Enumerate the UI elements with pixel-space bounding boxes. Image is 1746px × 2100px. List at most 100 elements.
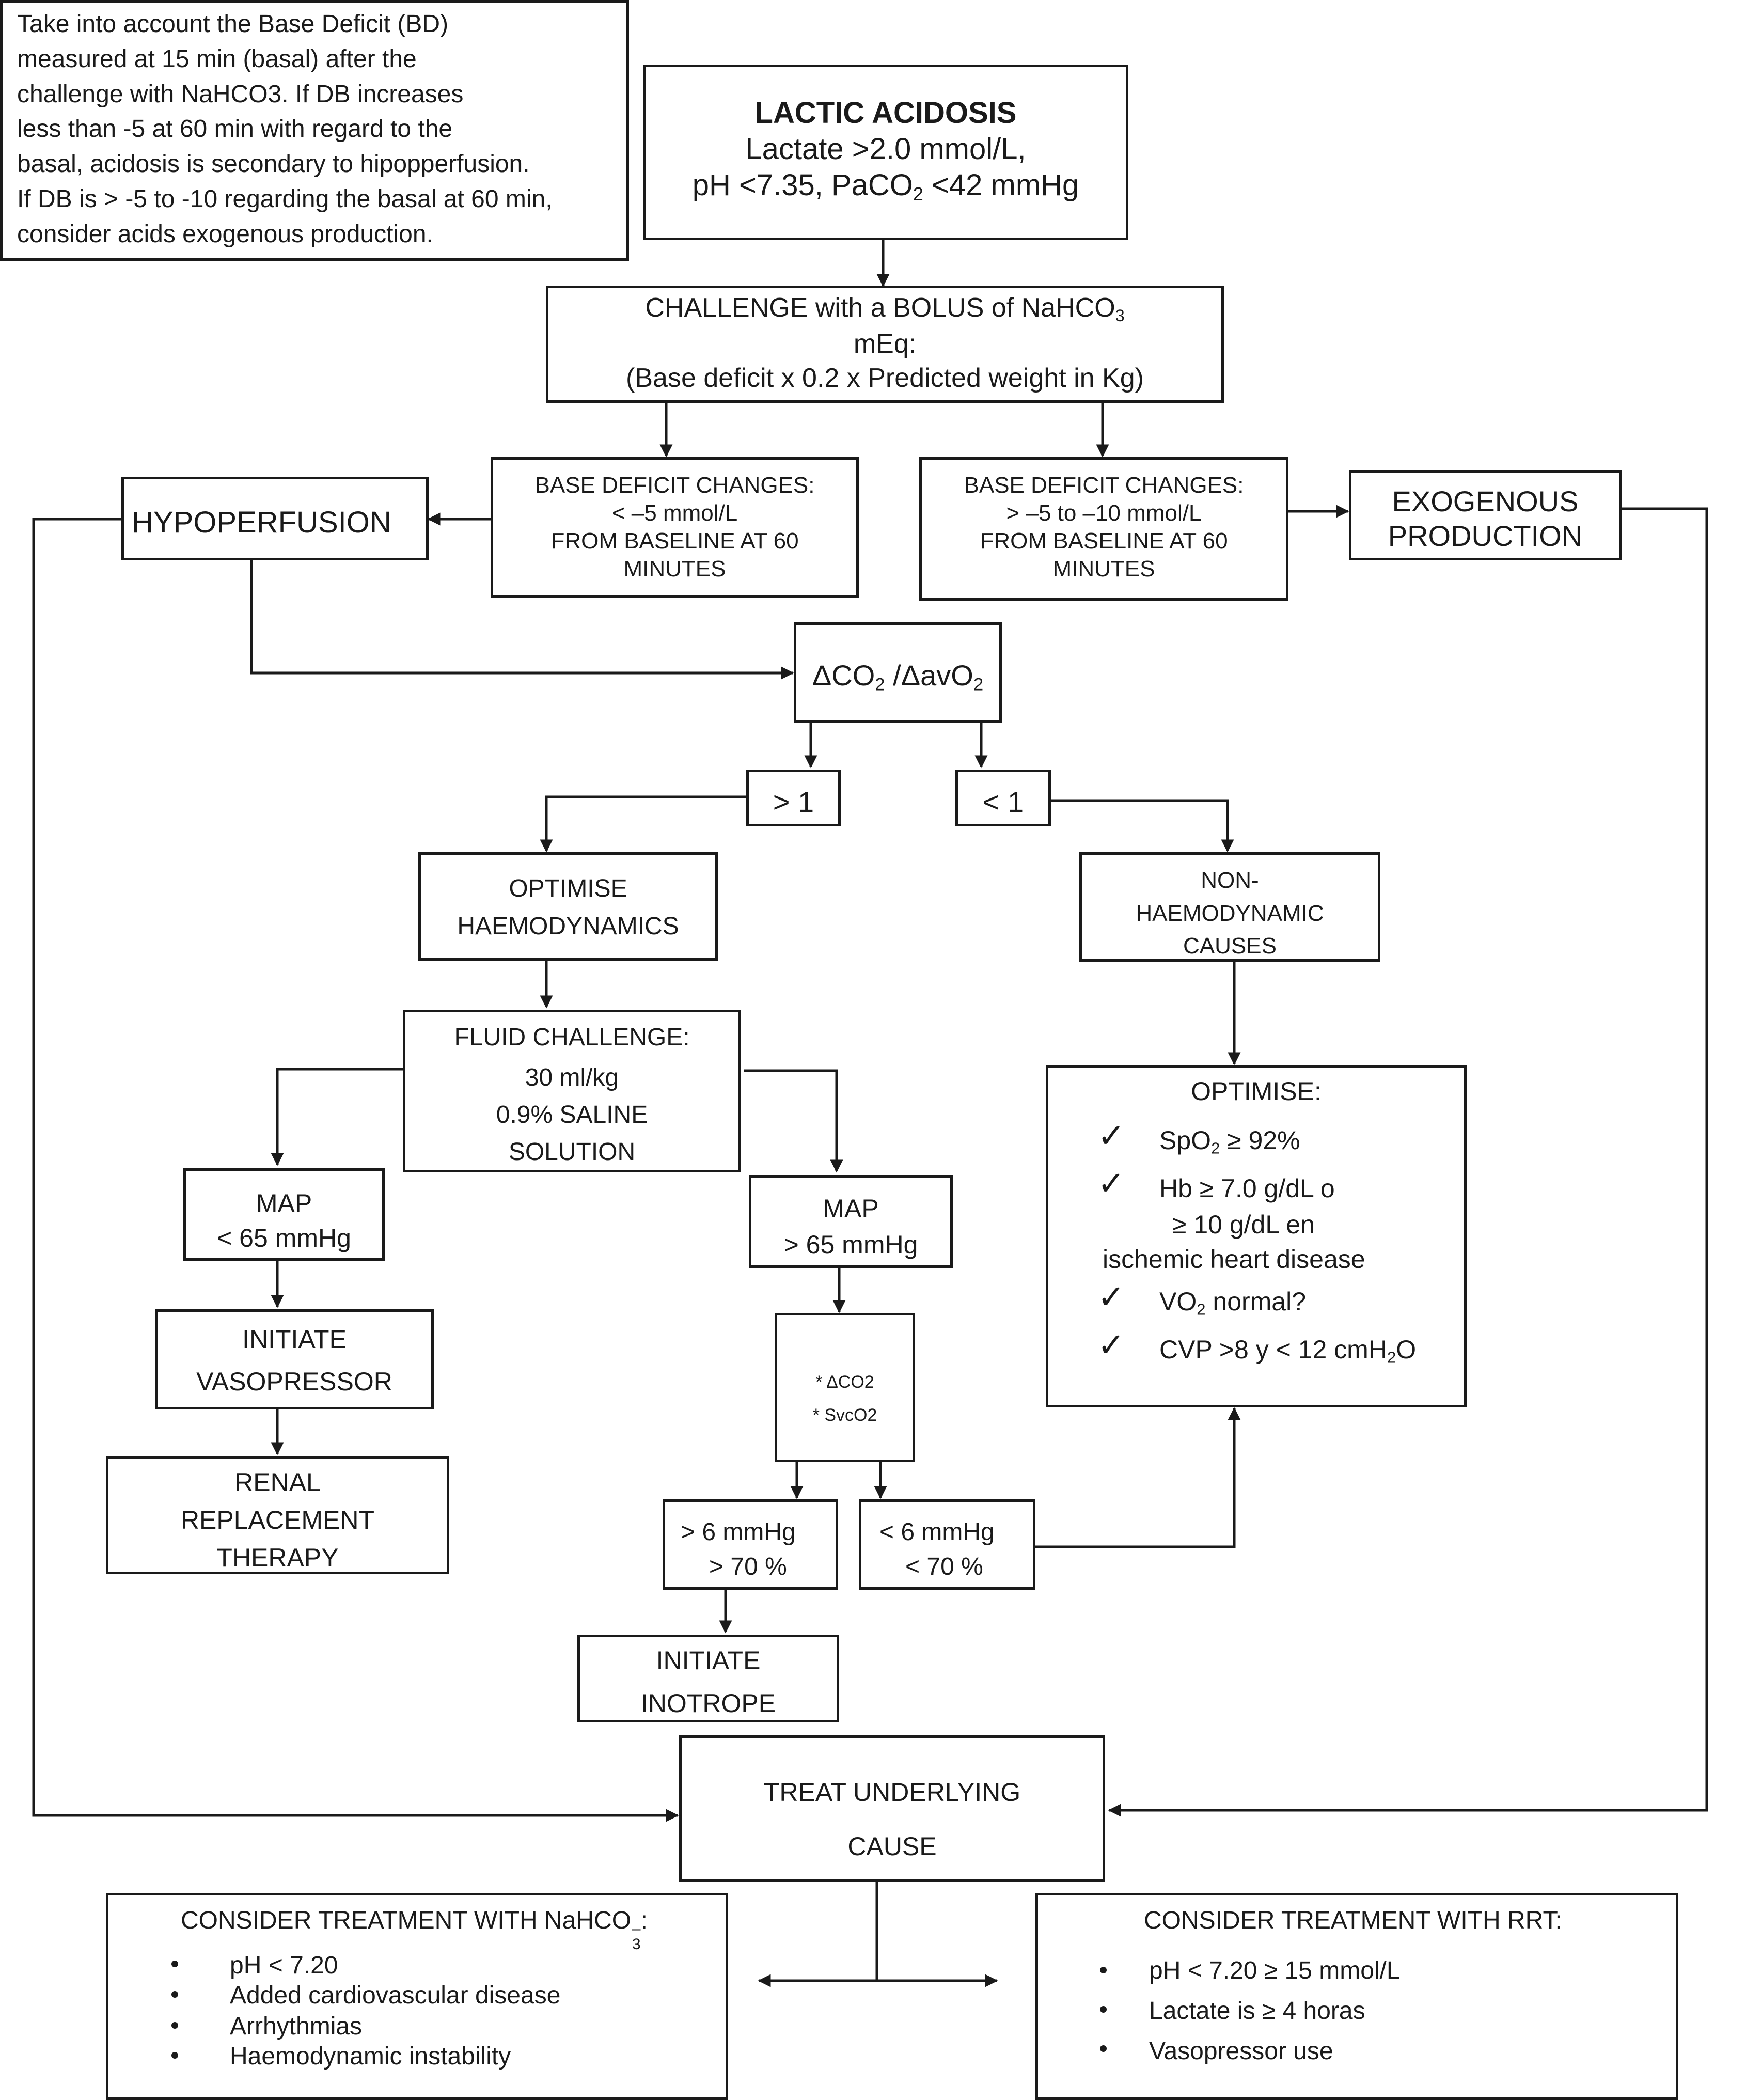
optimise-title: OPTIMISE: xyxy=(1191,1077,1322,1106)
optimise-vo2: VO2 normal? xyxy=(1159,1287,1307,1319)
bullet-icon xyxy=(1100,2045,1107,2052)
exogenous-production-box: EXOGENOUS PRODUCTION xyxy=(1349,470,1622,560)
bd-right-line-3: FROM BASELINE AT 60 xyxy=(980,528,1228,554)
optimise-spo2: SpO2 ≥ 92% xyxy=(1159,1126,1300,1157)
co2-avo2-ratio-box: ΔCO2 /ΔavO2 xyxy=(794,622,1002,723)
note-line-1: Take into account the Base Deficit (BD) xyxy=(17,10,449,38)
renal-replacement-box: RENAL REPLACEMENT THERAPY xyxy=(106,1456,449,1574)
ph-paco2-threshold: pH <7.35, PaCO2 <42 mmHg xyxy=(692,168,1079,205)
treat-underlying-cause-box: TREAT UNDERLYING CAUSE xyxy=(679,1735,1105,1882)
note-line-6: If DB is > -5 to -10 regarding the basal… xyxy=(17,185,553,213)
hypoperfusion-box: HYPOPERFUSION xyxy=(121,477,429,560)
arrow-hypoperfusion-to-treat xyxy=(32,518,679,1822)
ratio-less-than-one-label: < 1 xyxy=(982,786,1024,818)
map-high-line-2: > 65 mmHg xyxy=(783,1230,918,1259)
rrt-item-1: pH < 7.20 ≥ 15 mmol/L xyxy=(1149,1957,1401,1984)
non-haemodynamic-causes-box: NON- HAEMODYNAMIC CAUSES xyxy=(1079,852,1380,962)
note-line-5: basal, acidosis is secondary to hipopper… xyxy=(17,150,530,178)
arrow-fluid-to-map-low xyxy=(271,1068,403,1166)
note-line-3: challenge with NaHCO3. If DB increases xyxy=(17,81,464,108)
optimise-hb-line-1: Hb ≥ 7.0 g/dL o xyxy=(1159,1174,1335,1203)
checkmark-icon: ✓ xyxy=(1097,1165,1125,1203)
fluid-challenge-line-2: 30 ml/kg xyxy=(525,1064,619,1091)
bicarbonate-challenge-box: CHALLENGE with a BOLUS of NaHCO3 mEq: (B… xyxy=(546,286,1224,403)
nahco3-item-2: Added cardiovascular disease xyxy=(230,1982,561,2009)
map-high-box: MAP > 65 mmHg xyxy=(749,1175,953,1268)
optimise-haemodynamics-line-2: HAEMODYNAMICS xyxy=(457,913,679,940)
base-deficit-increase-box: BASE DEFICIT CHANGES: > –5 to –10 mmol/L… xyxy=(919,457,1288,601)
exogenous-line-1: EXOGENOUS xyxy=(1392,485,1579,518)
challenge-line-1: CHALLENGE with a BOLUS of NaHCO3 xyxy=(645,293,1125,325)
co2-avo2-ratio-label: ΔCO2 /ΔavO2 xyxy=(812,659,984,695)
nahco3-item-4: Haemodynamic instability xyxy=(230,2043,511,2070)
checkmark-icon: ✓ xyxy=(1097,1117,1125,1155)
note-line-7: consider acids exogenous production. xyxy=(17,221,433,248)
renal-line-1: RENAL xyxy=(234,1468,321,1497)
optimise-panel: OPTIMISE: ✓ SpO2 ≥ 92% ✓ Hb ≥ 7.0 g/dL o… xyxy=(1046,1065,1467,1407)
ratio-greater-than-one-box: > 1 xyxy=(746,770,841,826)
rrt-title: CONSIDER TREATMENT WITH RRT: xyxy=(1144,1907,1562,1934)
inotrope-line-1: INITIATE xyxy=(656,1646,761,1675)
optimise-haemodynamics-line-1: OPTIMISE xyxy=(509,875,627,902)
bullet-icon xyxy=(171,2022,178,2029)
ratio-greater-than-one-label: > 1 xyxy=(773,786,814,818)
fluid-challenge-line-3: 0.9% SALINE xyxy=(496,1101,648,1129)
dco2-low-box: < 6 mmHg < 70 % xyxy=(859,1499,1035,1590)
bd-right-line-1: BASE DEFICIT CHANGES: xyxy=(964,473,1244,498)
dco2-svco2-box: * ΔCO2 * SvcO2 xyxy=(775,1313,915,1462)
note-line-4: less than -5 at 60 min with regard to th… xyxy=(17,115,453,143)
checkmark-icon: ✓ xyxy=(1097,1278,1125,1317)
nahco3-item-1: pH < 7.20 xyxy=(230,1952,338,1979)
non-haemodynamic-line-2: HAEMODYNAMIC xyxy=(1136,901,1324,926)
rrt-item-2: Lactate is ≥ 4 horas xyxy=(1149,1997,1365,2025)
bullet-icon xyxy=(1100,1967,1107,1973)
bullet-icon xyxy=(171,2052,178,2059)
inotrope-line-2: INOTROPE xyxy=(640,1689,776,1718)
non-haemodynamic-line-1: NON- xyxy=(1201,868,1259,893)
bullet-icon xyxy=(171,1961,178,1967)
arrow-fluid-to-map-high xyxy=(744,1069,843,1173)
dco2-low-line-2: < 70 % xyxy=(905,1553,983,1580)
exogenous-line-2: PRODUCTION xyxy=(1388,520,1583,552)
svco2-label: * SvcO2 xyxy=(812,1405,877,1425)
treat-line-1: TREAT UNDERLYING xyxy=(763,1778,1021,1807)
bd-left-line-2: < –5 mmol/L xyxy=(611,500,738,526)
renal-line-3: THERAPY xyxy=(216,1543,339,1572)
challenge-line-3: (Base deficit x 0.2 x Predicted weight i… xyxy=(626,363,1144,393)
non-haemodynamic-line-3: CAUSES xyxy=(1183,933,1277,959)
bd-left-line-4: MINUTES xyxy=(623,556,726,582)
consider-nahco3-box: CONSIDER TREATMENT WITH NaHCO–3: pH < 7.… xyxy=(106,1893,728,2100)
note-box: Take into account the Base Deficit (BD) … xyxy=(0,0,629,261)
lactate-threshold: Lactate >2.0 mmol/L, xyxy=(745,132,1026,166)
arrow-gt1-to-optimise-hemo xyxy=(540,795,746,853)
optimise-hb-line-3: ischemic heart disease xyxy=(1103,1245,1365,1274)
base-deficit-decrease-box: BASE DEFICIT CHANGES: < –5 mmol/L FROM B… xyxy=(491,457,859,598)
vasopressor-line-2: VASOPRESSOR xyxy=(196,1367,392,1396)
map-low-line-2: < 65 mmHg xyxy=(217,1224,351,1252)
nahco3-title: CONSIDER TREATMENT WITH NaHCO–3: xyxy=(181,1907,648,1953)
renal-line-2: REPLACEMENT xyxy=(180,1506,375,1534)
dco2-high-line-2: > 70 % xyxy=(709,1553,787,1580)
map-high-line-1: MAP xyxy=(823,1194,879,1223)
vasopressor-line-1: INITIATE xyxy=(242,1325,347,1354)
arrow-lt1-to-non-hemo xyxy=(1051,799,1234,853)
initiate-vasopressor-box: INITIATE VASOPRESSOR xyxy=(155,1309,434,1409)
nahco3-item-3: Arrhythmias xyxy=(230,2013,363,2040)
lactic-acidosis-box: LACTIC ACIDOSIS Lactate >2.0 mmol/L, pH … xyxy=(643,65,1128,240)
dco2-label: * ΔCO2 xyxy=(815,1372,874,1392)
bullet-icon xyxy=(171,1991,178,1998)
lactic-acidosis-title: LACTIC ACIDOSIS xyxy=(754,96,1017,130)
bd-right-line-2: > –5 to –10 mmol/L xyxy=(1006,500,1202,526)
dco2-high-line-1: > 6 mmHg xyxy=(681,1518,796,1546)
fluid-challenge-line-1: FLUID CHALLENGE: xyxy=(454,1024,690,1051)
fluid-challenge-box: FLUID CHALLENGE: 30 ml/kg 0.9% SALINE SO… xyxy=(403,1010,741,1172)
initiate-inotrope-box: INITIATE INOTROPE xyxy=(577,1635,839,1722)
map-low-box: MAP < 65 mmHg xyxy=(183,1168,385,1261)
note-line-2: measured at 15 min (basal) after the xyxy=(17,45,417,73)
consider-rrt-box: CONSIDER TREATMENT WITH RRT: pH < 7.20 ≥… xyxy=(1035,1893,1678,2100)
bd-right-line-4: MINUTES xyxy=(1052,556,1155,582)
treat-line-2: CAUSE xyxy=(847,1832,937,1861)
dco2-high-box: > 6 mmHg > 70 % xyxy=(663,1499,838,1590)
